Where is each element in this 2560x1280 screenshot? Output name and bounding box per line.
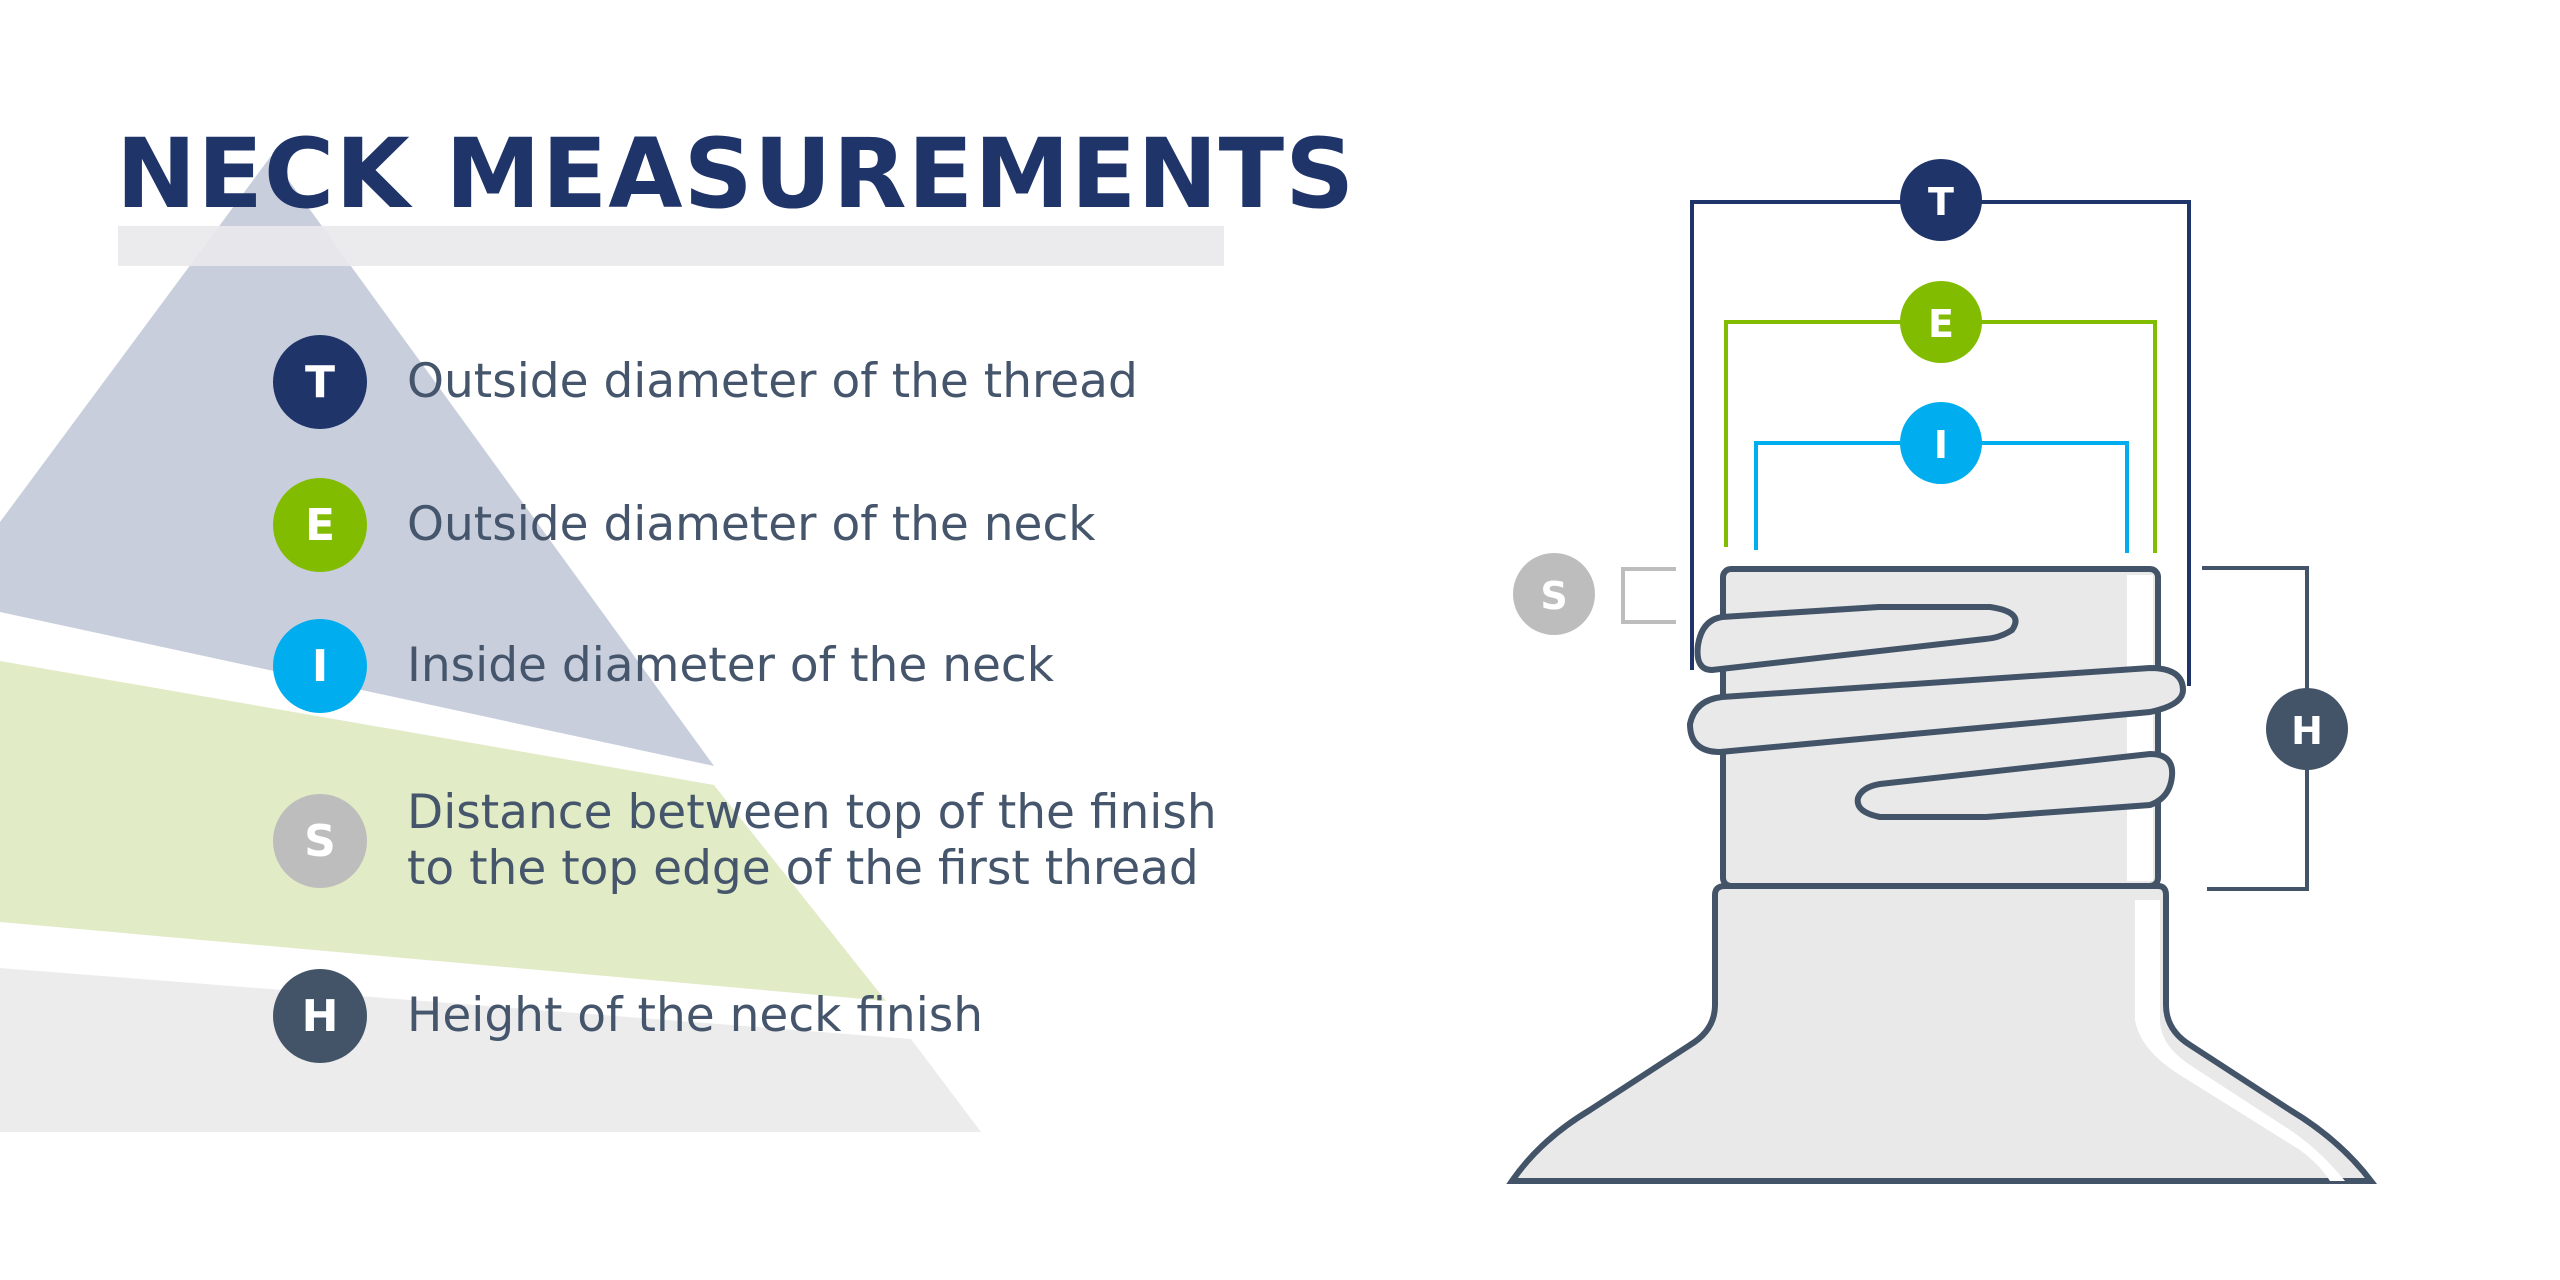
legend-description-line1: Distance between top of the finish [407, 785, 1217, 840]
legend-description: Inside diameter of the neck [407, 638, 1054, 693]
bg-green-band [0, 661, 886, 1001]
s-bracket [1621, 567, 1676, 624]
bg-blue-triangle [0, 156, 714, 766]
legend-item-t: T Outside diameter of the thread [273, 335, 1138, 429]
legend-item-h: H Height of the neck finish [273, 969, 983, 1063]
thread-2 [1686, 664, 2187, 756]
s-marker-label: S [1540, 574, 1567, 618]
legend-item-e: E Outside diameter of the neck [273, 478, 1096, 572]
title-underline-bar [118, 226, 1224, 266]
h-marker [2266, 688, 2348, 770]
i-marker-label: I [1934, 423, 1948, 467]
thread-3 [1854, 750, 2176, 820]
e-marker-label: E [1928, 302, 1954, 346]
t-marker [1900, 159, 1982, 241]
e-marker [1900, 281, 1982, 363]
bottle-body [1506, 883, 2378, 1184]
s-marker [1513, 553, 1595, 635]
bg-gray-band [0, 968, 981, 1132]
badge-e: E [273, 478, 367, 572]
page-title: NECK MEASUREMENTS [116, 118, 1356, 230]
legend-description: Height of the neck finish [407, 988, 984, 1043]
legend-description-line2: to the top edge of the first thread [407, 841, 1199, 896]
legend-description: Distance between top of the finish to th… [407, 785, 1217, 897]
badge-h: H [273, 969, 367, 1063]
h-marker-label: H [2291, 709, 2323, 753]
bottle-highlight [2135, 900, 2345, 1181]
finish-highlight [2127, 575, 2153, 881]
i-marker [1900, 402, 1982, 484]
thread-1 [1694, 604, 2019, 674]
legend-item-i: I Inside diameter of the neck [273, 619, 1054, 713]
t-marker-label: T [1928, 180, 1954, 224]
legend-item-s: S Distance between top of the finish to … [273, 785, 1217, 897]
legend-description: Outside diameter of the thread [407, 354, 1138, 409]
badge-t: T [273, 335, 367, 429]
legend-description: Outside diameter of the neck [407, 497, 1096, 552]
badge-i: I [273, 619, 367, 713]
badge-s: S [273, 794, 367, 888]
